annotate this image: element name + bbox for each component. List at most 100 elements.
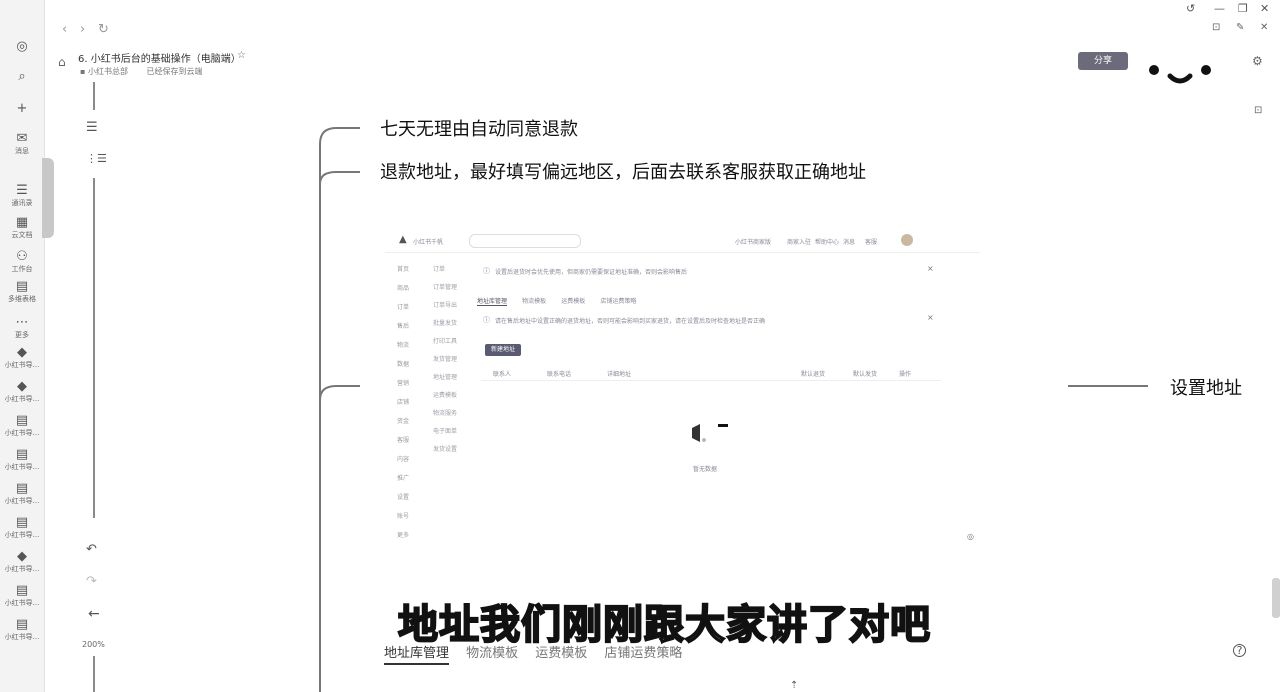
sidebar-item[interactable]: ▤小红书导... bbox=[2, 618, 42, 642]
sidebar-item[interactable]: ▤小红书导... bbox=[2, 414, 42, 438]
collapse-icon[interactable]: ← bbox=[88, 606, 100, 622]
close-doc-icon[interactable]: ✕ bbox=[1260, 22, 1269, 33]
refresh-icon[interactable]: ↻ bbox=[98, 22, 109, 37]
maximize-icon[interactable]: ❐ bbox=[1238, 2, 1248, 15]
sidebar-item-icon: ▤ bbox=[15, 447, 29, 462]
shot-side-menu-item[interactable]: 更多 bbox=[397, 532, 410, 539]
sidebar-item[interactable]: ⚇工作台 bbox=[2, 250, 42, 274]
tab-freight-template[interactable]: 运费模板 bbox=[535, 646, 588, 661]
sidebar-item[interactable]: ◆小红书导... bbox=[2, 550, 42, 574]
edit-icon[interactable]: ✎ bbox=[1236, 22, 1245, 33]
sidebar-item[interactable]: ▤小红书导... bbox=[2, 448, 42, 472]
shot-sub-menu-item[interactable]: 订单 bbox=[433, 266, 446, 273]
history-icon[interactable]: ↺ bbox=[1186, 2, 1196, 15]
shot-sub-menu-item[interactable]: 地址管理 bbox=[433, 374, 458, 381]
sidebar-item[interactable]: + bbox=[2, 102, 42, 116]
shot-add-button[interactable]: 新建地址 bbox=[485, 344, 521, 356]
shot-header-item: 消息 bbox=[843, 239, 856, 246]
shot-sub-menu-item[interactable]: 电子面单 bbox=[433, 428, 458, 435]
headset-icon[interactable]: ◎ bbox=[967, 532, 974, 541]
shot-sub-menu-item[interactable]: 物流服务 bbox=[433, 410, 458, 417]
close-icon[interactable]: × bbox=[927, 264, 934, 273]
shot-side-menu-item[interactable]: 内容 bbox=[397, 456, 410, 463]
mindmap-node-refund-policy[interactable]: 七天无理由自动同意退款 bbox=[380, 119, 578, 140]
redo-icon[interactable]: ↷ bbox=[86, 574, 97, 589]
sidebar-item[interactable]: ◆小红书导... bbox=[2, 346, 42, 370]
shot-tab[interactable]: 物流模板 bbox=[522, 298, 547, 305]
undo-icon[interactable]: ↶ bbox=[86, 542, 97, 557]
shot-tab[interactable]: 运费模板 bbox=[561, 298, 586, 305]
shot-side-menu-item[interactable]: 客服 bbox=[397, 437, 410, 444]
shot-side-menu-item[interactable]: 推广 bbox=[397, 475, 410, 482]
close-icon[interactable]: ✕ bbox=[1260, 2, 1270, 15]
shot-side-menu-item[interactable]: 订单 bbox=[397, 304, 410, 311]
shot-side-menu-item[interactable]: 物流 bbox=[397, 342, 410, 349]
shot-sub-menu-item[interactable]: 订单管理 bbox=[433, 284, 458, 291]
forward-icon[interactable]: › bbox=[80, 22, 86, 37]
shot-side-menu-item[interactable]: 店铺 bbox=[397, 399, 410, 406]
shot-sub-menu-item[interactable]: 发货管理 bbox=[433, 356, 458, 363]
shot-sub-menu-item[interactable]: 发货设置 bbox=[433, 446, 458, 453]
sidebar-item[interactable]: ✉消息 bbox=[2, 132, 42, 156]
cursor-icon: ⇡ bbox=[790, 680, 799, 691]
shot-side-menu-item[interactable]: 首页 bbox=[397, 266, 410, 273]
sidebar-item-label: 小红书导... bbox=[4, 633, 40, 641]
mindmap-connector bbox=[319, 127, 360, 692]
settings-icon[interactable]: ⚙ bbox=[1252, 54, 1263, 68]
sidebar-item-label: 工作台 bbox=[11, 265, 33, 273]
tab-address-library[interactable]: 地址库管理 bbox=[384, 642, 450, 665]
help-icon[interactable]: ? bbox=[1233, 644, 1246, 657]
shot-logo: 小红书千帆 bbox=[413, 239, 444, 246]
sidebar-item[interactable]: ▤小红书导... bbox=[2, 516, 42, 540]
sidebar-item[interactable]: ◎ bbox=[2, 40, 42, 54]
minimize-icon[interactable]: — bbox=[1214, 2, 1225, 15]
bottom-tabs: 地址库管理 物流模板 运费模板 店铺运费策略 bbox=[384, 642, 694, 665]
sidebar-item[interactable]: ⋯更多 bbox=[2, 316, 42, 340]
shot-col: 默认退货 bbox=[801, 371, 826, 378]
shot-tab[interactable]: 地址库管理 bbox=[477, 298, 508, 306]
shot-header-item: 商家入驻 bbox=[787, 239, 812, 246]
star-icon[interactable]: ☆ bbox=[237, 50, 246, 61]
sidebar-item-icon: ▤ bbox=[15, 617, 29, 632]
sidebar-item[interactable]: ▤小红书导... bbox=[2, 584, 42, 608]
sidebar-item-icon: ☰ bbox=[16, 183, 28, 198]
sidebar-item[interactable]: ▤小红书导... bbox=[2, 482, 42, 506]
close-icon[interactable]: × bbox=[927, 313, 934, 322]
shot-side-menu-item[interactable]: 账号 bbox=[397, 513, 410, 520]
shot-side-menu-item[interactable]: 售后 bbox=[397, 323, 410, 330]
tab-shop-freight-strategy[interactable]: 店铺运费策略 bbox=[604, 646, 683, 661]
shot-tab[interactable]: 店铺运费策略 bbox=[600, 298, 637, 305]
sidebar-item[interactable]: ▤多维表格 bbox=[2, 280, 42, 304]
shot-side-menu-item[interactable]: 商品 bbox=[397, 285, 410, 292]
sidebar-item[interactable]: ▦云文档 bbox=[2, 216, 42, 240]
shot-sub-menu-item[interactable]: 订单导出 bbox=[433, 302, 458, 309]
shot-side-menu-item[interactable]: 数据 bbox=[397, 361, 410, 368]
shot-sub-menu-item[interactable]: 运费模板 bbox=[433, 392, 458, 399]
shot-side-menu-item[interactable]: 营销 bbox=[397, 380, 410, 387]
shot-side-menu-item[interactable]: 资金 bbox=[397, 418, 410, 425]
breadcrumb-folder[interactable]: 小红书总部 bbox=[87, 67, 128, 76]
sidebar-item-icon: ✉ bbox=[16, 131, 28, 146]
sidebar-item-icon: ◆ bbox=[17, 549, 27, 564]
outline-icon[interactable]: ☰ bbox=[86, 120, 98, 135]
tab-logistics-template[interactable]: 物流模板 bbox=[466, 646, 519, 661]
sidebar-item[interactable]: ☰通讯录 bbox=[2, 184, 42, 208]
back-icon[interactable]: ‹ bbox=[62, 22, 68, 37]
list-icon[interactable]: ⋮☰ bbox=[86, 152, 107, 165]
shot-table-divider bbox=[481, 380, 941, 381]
embedded-screenshot[interactable]: ▲ 小红书千帆 小红书商家版 商家入驻 帮助中心 消息 客服 首页商品订单售后物… bbox=[385, 226, 980, 556]
sidebar-item-label: 消息 bbox=[15, 147, 29, 155]
mindmap-node-refund-address[interactable]: 退款地址，最好填写偏远地区，后面去联系客服获取正确地址 bbox=[380, 162, 866, 183]
window-icon[interactable]: ⊡ bbox=[1212, 22, 1221, 33]
sidebar-icon[interactable]: ⊡ bbox=[1254, 105, 1263, 116]
zoom-level[interactable]: 200% bbox=[82, 640, 105, 649]
share-button[interactable]: 分享 bbox=[1078, 52, 1128, 70]
shot-side-menu-item[interactable]: 设置 bbox=[397, 494, 410, 501]
sidebar-item[interactable]: ◆小红书导... bbox=[2, 380, 42, 404]
shot-sub-menu-item[interactable]: 打印工具 bbox=[433, 338, 458, 345]
sidebar-item[interactable]: ⌕ bbox=[2, 70, 42, 84]
scrollbar-thumb[interactable] bbox=[1272, 578, 1280, 618]
mindmap-node-set-address[interactable]: 设置地址 bbox=[1170, 378, 1242, 399]
shot-sub-menu-item[interactable]: 批量发货 bbox=[433, 320, 458, 327]
home-icon[interactable]: ⌂ bbox=[58, 55, 66, 69]
